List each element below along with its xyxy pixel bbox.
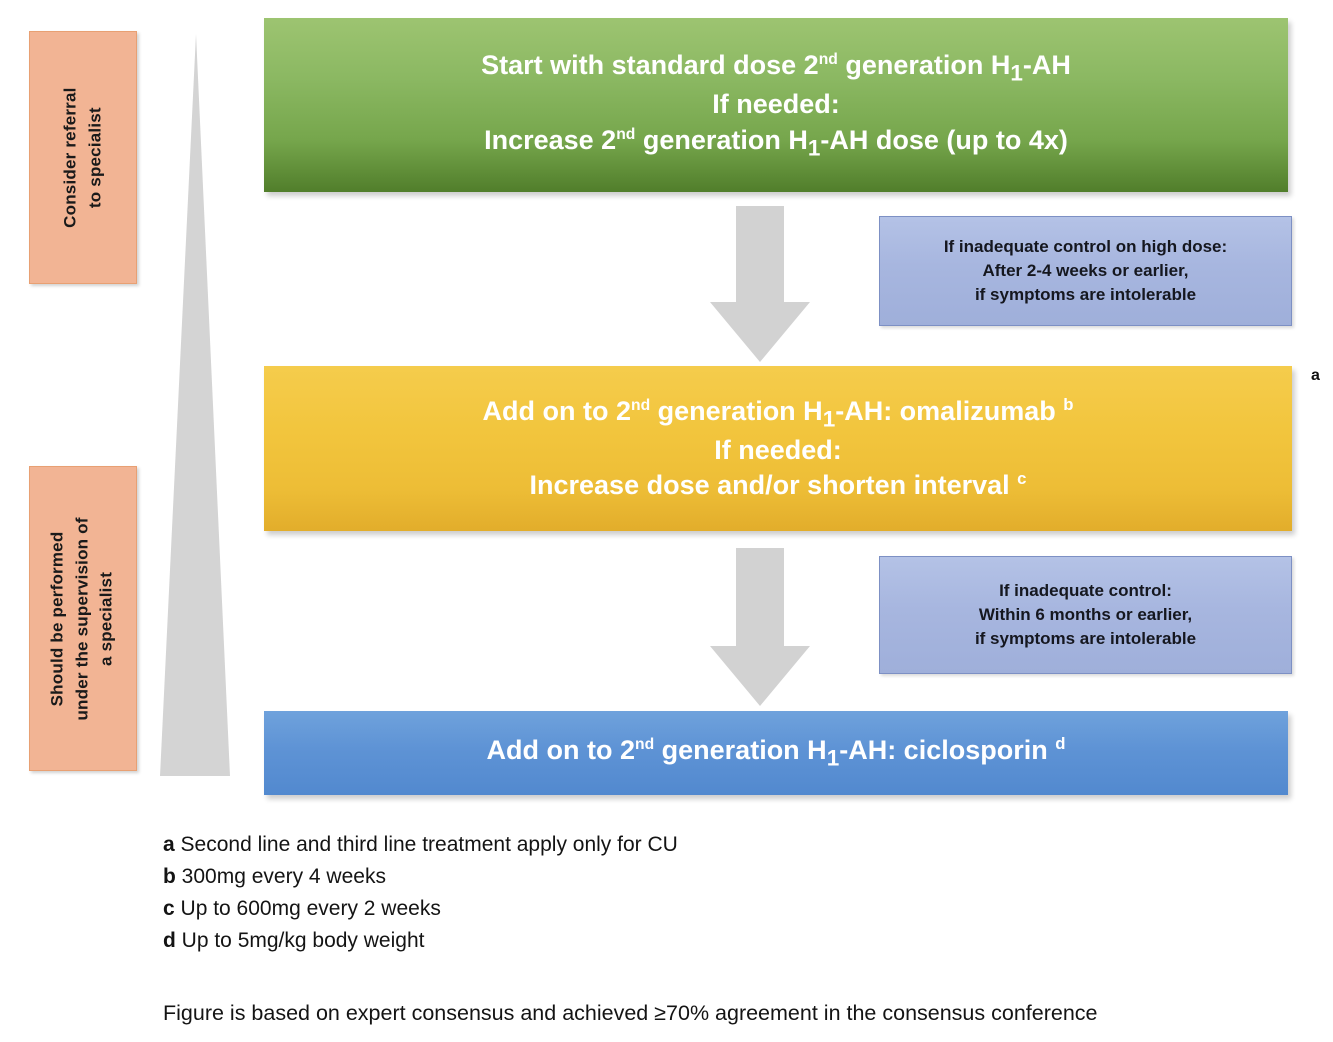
condition-box-2-text-2: Within 6 months or earlier, [978,604,1193,624]
sidebar-box-consider-referral-text: Consider referral to specialist [60,87,104,228]
footnote-key-a: a [163,833,175,856]
footnote-text-a: Second line and third line treatment app… [180,833,678,856]
footnote-marker-a: a [1311,367,1320,384]
condition-box-1-text-1: If inadequate control on high dose: [943,236,1228,256]
footnote-item-d: d Up to 5mg/kg body weight [163,925,1063,957]
sidebar-box-specialist-supervision-text: Should be performed under the supervisio… [48,516,117,721]
flow-arrow-down-icon-1 [710,206,810,362]
condition-box-2-text-3: if symptoms are intolerable [974,629,1197,649]
condition-box-2: If inadequate control: Within 6 months o… [879,556,1292,674]
flow-arrow-down-icon-2 [710,548,810,706]
condition-box-2-text-1: If inadequate control: [999,580,1172,600]
step-box-first-line: Start with standard dose 2nd generation … [264,18,1288,192]
step-box-second-line: Add on to 2nd generation H1-AH: omalizum… [264,366,1292,531]
step-box-third-line-text-1: Add on to 2nd generation H1-AH: ciclospo… [486,734,1066,771]
condition-box-1: If inadequate control on high dose: Afte… [879,216,1292,326]
step-box-second-line-text-3: Increase dose and/or shorten interval c [529,469,1027,501]
footnote-key-d: d [163,928,176,952]
step-box-second-line-text-1: Add on to 2nd generation H1-AH: omalizum… [482,394,1074,431]
step-box-third-line: Add on to 2nd generation H1-AH: ciclospo… [264,711,1288,795]
step-box-second-line-text-2: If needed: [714,435,842,466]
step-box-first-line-text-1: Start with standard dose 2nd generation … [481,49,1071,86]
footnote-item-c: c Up to 600mg every 2 weeks [163,893,1063,925]
footnote-text-d: Up to 5mg/kg body weight [181,928,425,952]
footnote-list: a Second line and third line treatment a… [163,829,1063,957]
condition-box-1-text-2: After 2-4 weeks or earlier, [982,260,1189,280]
footnote-key-c: c [163,896,175,920]
footnote-item-b: b 300mg every 4 weeks [163,861,1063,893]
step-box-first-line-text-2: If needed: [712,89,840,120]
condition-box-1-text-3: if symptoms are intolerable [974,285,1197,305]
footnote-item-a: a Second line and third line treatment a… [163,829,1063,861]
footnote-text-c: Up to 600mg every 2 weeks [180,896,441,920]
figure-caption: Figure is based on expert consensus and … [163,1001,1098,1025]
footnote-text-b: 300mg every 4 weeks [181,864,386,888]
step-box-first-line-text-3: Increase 2nd generation H1-AH dose (up t… [484,124,1068,160]
footnote-key-b: b [163,864,176,888]
escalation-triangle-icon [160,34,230,776]
sidebar-box-consider-referral: Consider referral to specialist [29,31,137,284]
sidebar-box-specialist-supervision: Should be performed under the supervisio… [29,466,137,771]
